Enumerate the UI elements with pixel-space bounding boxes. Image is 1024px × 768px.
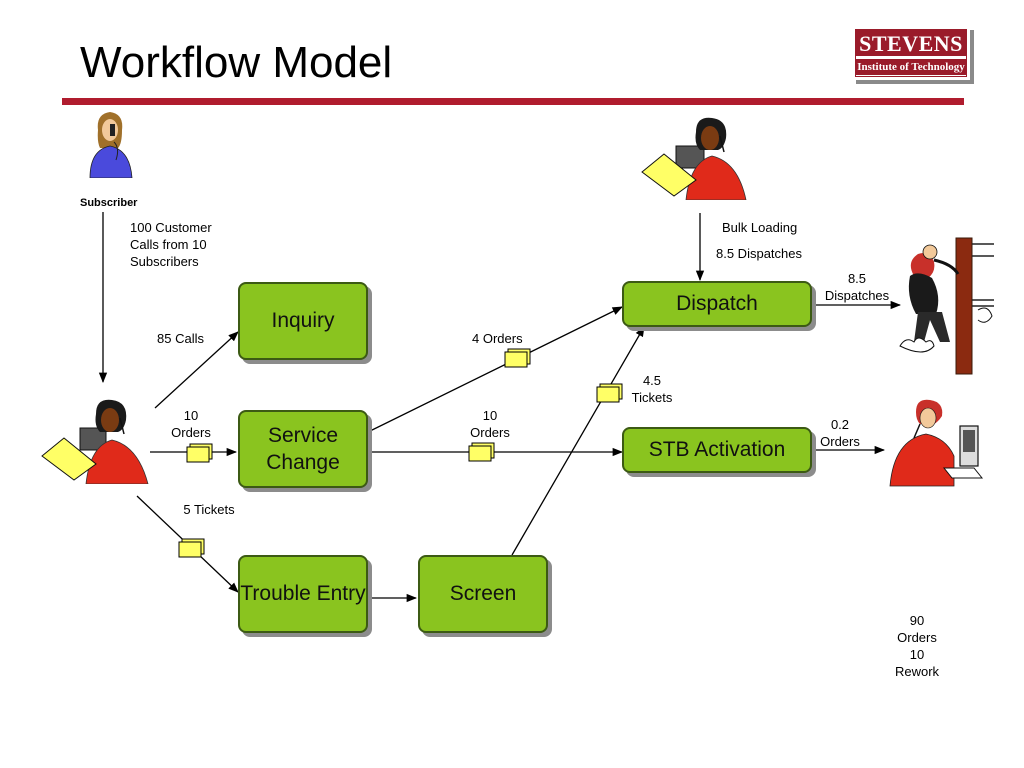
calls-85-label: 85 Calls (157, 331, 204, 346)
summary-label: 90 Orders 10 Rework (894, 613, 940, 679)
document-icon (504, 348, 531, 368)
document-icon (596, 383, 623, 403)
dispatcher-person-icon (641, 117, 747, 200)
logo-name: STEVENS (856, 30, 966, 56)
document-icon (178, 538, 205, 558)
document-icon (468, 442, 495, 462)
inquiry-node: Inquiry (238, 282, 368, 360)
document-icon (186, 443, 213, 463)
orders-10-in-label: 10 Orders (171, 408, 211, 440)
title-divider (62, 98, 964, 105)
subscriber-person-icon (89, 112, 133, 178)
customer-calls-label: 100 Customer Calls from 10 Subscribers (130, 220, 212, 269)
screen-node: Screen (418, 555, 548, 633)
orders-02-label: 0.2 Orders (820, 417, 860, 449)
operator-person-icon (41, 399, 149, 484)
tickets-45-label: 4.5 Tickets (631, 373, 673, 405)
dispatch-node: Dispatch (622, 281, 812, 327)
dispatches-85-in-label: 8.5 Dispatches (716, 246, 802, 261)
arrow-operator-to-inquiry (154, 331, 239, 409)
bulk-loading-label: Bulk Loading (722, 220, 798, 235)
subscriber-label: Subscriber (80, 197, 138, 209)
technician-computer-icon (889, 399, 984, 487)
stevens-logo: STEVENS Institute of Technology (852, 26, 970, 80)
tickets-5-label: 5 Tickets (183, 502, 235, 517)
service-change-node: Service Change (238, 410, 368, 488)
dispatches-85-out-label: 8.5 Dispatches (824, 271, 890, 303)
logo-subtitle: Institute of Technology (856, 59, 966, 75)
stb-activation-node: STB Activation (622, 427, 812, 473)
arrow-screen-to-dispatch (511, 326, 645, 556)
trouble-entry-node: Trouble Entry (238, 555, 368, 633)
orders-10-out-label: 10 Orders (470, 408, 510, 440)
lineman-icon (899, 237, 994, 375)
page-title: Workflow Model (80, 38, 393, 87)
orders-4-label: 4 Orders (472, 331, 523, 346)
arrow-service-change-to-dispatch (367, 306, 623, 433)
